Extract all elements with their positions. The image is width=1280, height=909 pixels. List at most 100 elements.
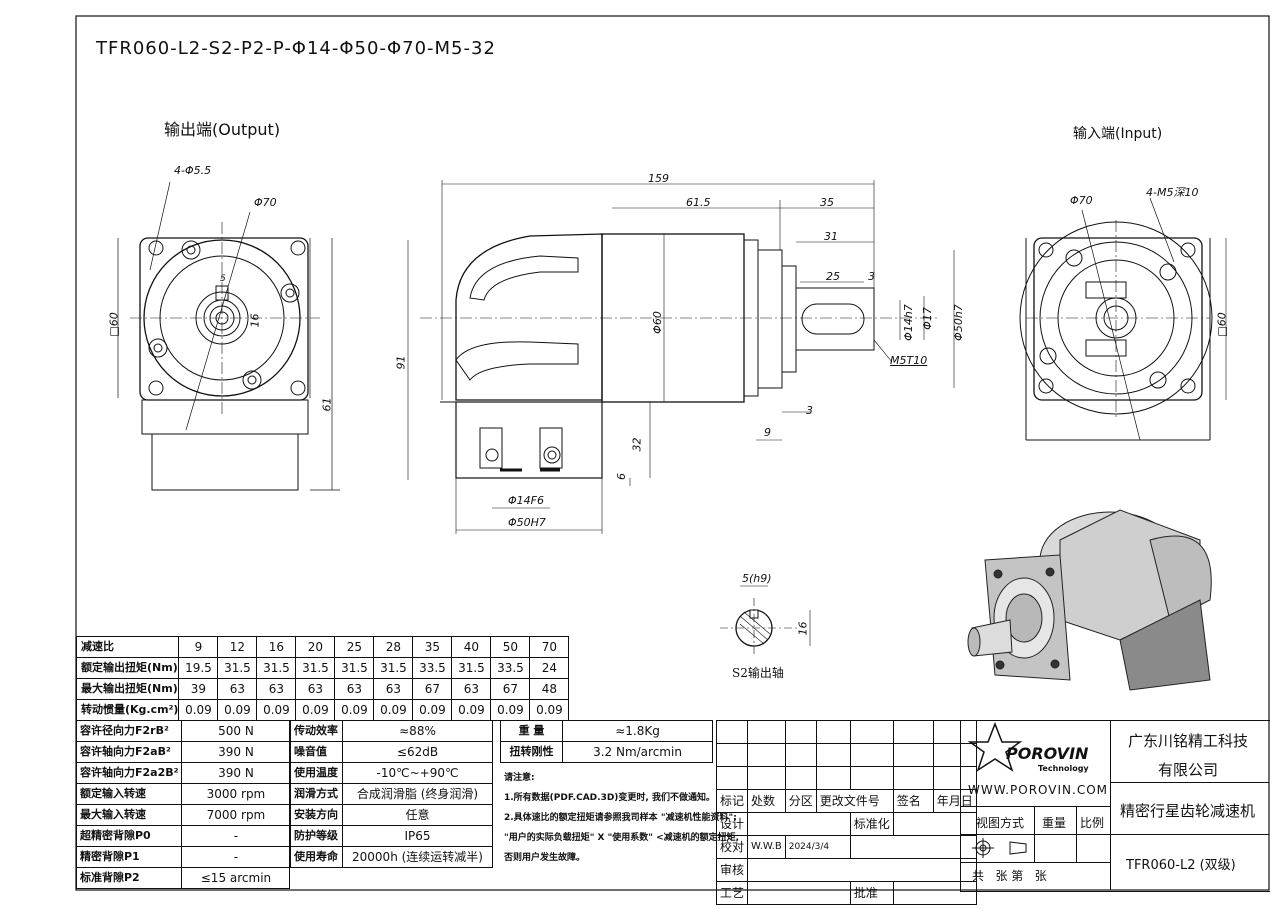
table-row: 标准背隙P2≤15 arcmin — [75, 867, 291, 889]
empty-cell — [849, 743, 894, 767]
table-cell: 24 — [529, 657, 570, 679]
notes-block: 请注意: 1.所有数据(PDF.CAD.3D)变更时, 我们不做通知。 2.具体… — [504, 768, 739, 868]
empty-cell — [715, 766, 749, 790]
std-label: 标准化 — [849, 812, 894, 836]
dim-out-height: 61 — [320, 397, 334, 412]
table-cell: 0.09 — [256, 699, 297, 721]
notes-line: "用户的实际负载扭矩" X "使用系数" <减速机的额定扭矩, — [504, 833, 740, 843]
table-row: 额定输出扭矩(Nm) 19.5 31.5 31.5 31.5 31.5 31.5… — [75, 657, 570, 679]
spec-value: - — [181, 825, 291, 847]
spec-value: -10℃~+90℃ — [342, 762, 493, 784]
approve-label: 批准 — [849, 881, 894, 905]
drawing-model-title: TFR060-L2-S2-P2-P-Φ14-Φ50-Φ70-M5-32 — [96, 38, 496, 59]
table-cell: 0.09 — [529, 699, 570, 721]
input-end-view — [1019, 197, 1227, 441]
spec-label: 最大输入转速 — [75, 804, 183, 826]
spec-label: 使用寿命 — [290, 846, 343, 868]
sheet-count: 共 张 第 张 — [972, 869, 1047, 883]
spec-label: 防护等级 — [290, 825, 343, 847]
title-vline — [1076, 806, 1077, 862]
table-cell: 0.09 — [295, 699, 336, 721]
table-row: 安装方向任意 — [290, 804, 493, 826]
empty-cell — [784, 720, 817, 744]
table-cell: 0.09 — [178, 699, 219, 721]
table-row: 传动效率≈88% — [290, 720, 493, 742]
dim-in-square: □60 — [1215, 312, 1229, 337]
perf-header-cell: 28 — [373, 636, 414, 658]
spec-label: 噪音值 — [290, 741, 343, 763]
side-view — [407, 180, 955, 534]
empty-cell — [747, 858, 977, 882]
dim-6: 6 — [615, 473, 628, 480]
dim-shaft-dia: Φ14h7 — [901, 304, 915, 341]
brand-name: POROVIN — [1006, 744, 1089, 763]
table-cell: 63 — [373, 678, 414, 700]
dim-dia17: Φ17 — [920, 307, 934, 330]
dim-dia60: Φ60 — [650, 311, 664, 334]
scale-header: 比例 — [1080, 816, 1105, 830]
checker-value: W.W.B — [747, 835, 786, 859]
dim-key-height: 16 — [248, 313, 262, 328]
table-cell: 0.09 — [451, 699, 492, 721]
table-cell: 31.5 — [451, 657, 492, 679]
table-cell: 63 — [334, 678, 375, 700]
spec-label: 标准背隙P2 — [75, 867, 183, 889]
rev-zone-header: 分区 — [784, 789, 817, 813]
table-cell: 0.09 — [412, 699, 453, 721]
dim-25: 25 — [826, 270, 840, 283]
dim-91: 91 — [394, 355, 408, 370]
perf-header-cell: 70 — [529, 636, 570, 658]
table-cell: 转动惯量(Kg.cm²) — [75, 699, 180, 721]
notes-title: 请注意: — [504, 773, 535, 783]
spec-value: 20000h (连续运转减半) — [342, 846, 493, 868]
table-cell: 63 — [295, 678, 336, 700]
performance-table: 减速比 9 12 16 20 25 28 35 40 50 70 额定输出扭矩(… — [75, 636, 570, 721]
perf-header-cell: 50 — [490, 636, 531, 658]
title-hline — [960, 862, 1110, 863]
dim-s2-height: 16 — [796, 621, 810, 636]
table-cell: 63 — [256, 678, 297, 700]
company-name-line1: 广东川铭精工科技 — [1128, 732, 1249, 750]
perf-header-cell: 9 — [178, 636, 219, 658]
empty-cell — [932, 720, 977, 744]
dim-key-width: 5 — [220, 274, 226, 284]
spec-label: 额定输入转速 — [75, 783, 183, 805]
dim-out-holes: 4-Φ5.5 — [174, 164, 212, 177]
table-cell: 额定输出扭矩(Nm) — [75, 657, 180, 679]
output-end-view — [117, 181, 340, 491]
empty-cell — [849, 720, 894, 744]
dim-out-pcd: Φ70 — [254, 196, 277, 209]
empty-cell — [892, 743, 934, 767]
empty-cell — [747, 812, 851, 836]
spec-value: - — [181, 846, 291, 868]
empty-cell — [747, 766, 786, 790]
table-row: 审核 — [715, 858, 977, 882]
spec-label: 润滑方式 — [290, 783, 343, 805]
dim-32: 32 — [630, 437, 644, 452]
company-name-line2: 有限公司 — [1158, 761, 1219, 779]
table-cell: 67 — [412, 678, 453, 700]
spec-label: 使用温度 — [290, 762, 343, 784]
empty-cell — [747, 743, 786, 767]
spec-value: 7000 rpm — [181, 804, 291, 826]
rigidity-label: 扭转刚性 — [500, 741, 563, 763]
dim-in-pcd: Φ70 — [1070, 194, 1093, 207]
perf-header-cell: 35 — [412, 636, 453, 658]
table-row: 精密背隙P1- — [75, 846, 291, 868]
empty-cell — [784, 766, 817, 790]
empty-cell — [715, 720, 749, 744]
table-cell: 31.5 — [334, 657, 375, 679]
table-cell: 0.09 — [373, 699, 414, 721]
spec-value: 合成润滑脂 (终身润滑) — [342, 783, 493, 805]
spec-label: 安装方向 — [290, 804, 343, 826]
dim-total-length: 159 — [648, 172, 669, 185]
table-cell: 33.5 — [412, 657, 453, 679]
table-cell: 0.09 — [490, 699, 531, 721]
